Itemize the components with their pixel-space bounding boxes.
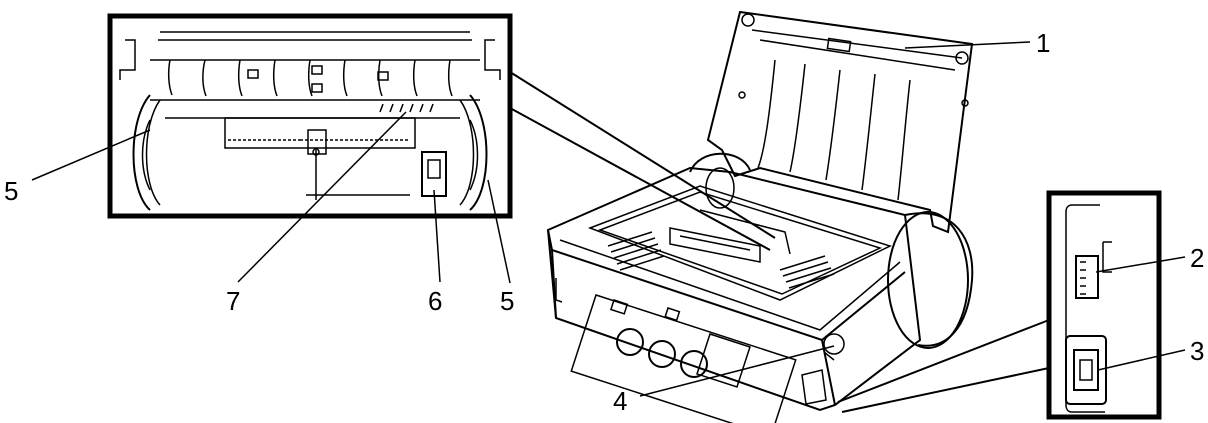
callout-1: 1 <box>1036 28 1050 58</box>
leader-lines <box>31 41 1186 397</box>
callout-5-right: 5 <box>500 286 514 316</box>
vent-grille-left <box>607 231 665 271</box>
vent-grille-right <box>779 255 835 289</box>
callout-4: 4 <box>613 386 627 416</box>
callout-6: 6 <box>428 286 442 316</box>
inset-port-view <box>1046 190 1162 420</box>
zoom-line-port-top <box>837 319 1050 403</box>
callout-7: 7 <box>226 286 240 316</box>
zoom-line-top <box>509 71 776 239</box>
callout-5-left: 5 <box>4 176 18 206</box>
callout-2: 2 <box>1190 243 1204 273</box>
callout-3: 3 <box>1190 336 1204 366</box>
inset-inside-view <box>107 13 513 219</box>
zoom-line-port-bottom <box>841 367 1050 413</box>
zoom-line-bottom <box>509 107 771 251</box>
printer-body <box>546 10 974 423</box>
